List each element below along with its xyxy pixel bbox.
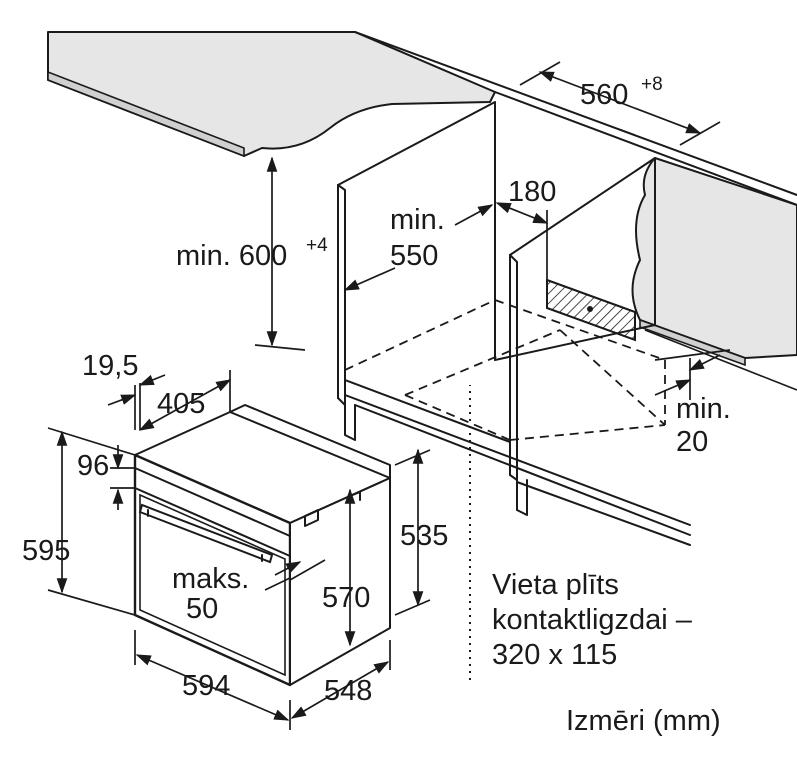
label-socket-line1: Vieta plīts xyxy=(492,569,619,601)
label-width-cutout: 560 xyxy=(580,79,628,111)
label-height-inner: 570 xyxy=(322,582,370,614)
label-width-total: 594 xyxy=(182,670,230,702)
label-min-depth-min: min. xyxy=(390,204,445,236)
label-min-gap-val: 20 xyxy=(676,426,708,458)
label-min-height: min. 600 xyxy=(176,240,287,272)
label-socket-offset: 180 xyxy=(508,176,556,208)
label-max-handle-val: 50 xyxy=(186,593,218,625)
label-panel-thick: 19,5 xyxy=(82,350,138,382)
label-min-gap-min: min. xyxy=(676,393,731,425)
oven xyxy=(135,405,390,685)
label-socket-line2: kontaktligzdai – xyxy=(492,604,693,636)
label-height-total: 595 xyxy=(22,535,70,567)
label-door-depth: 405 xyxy=(157,388,205,420)
label-min-depth-val: 550 xyxy=(390,240,438,272)
label-socket-line3: 320 x 115 xyxy=(492,639,617,671)
label-max-handle-maks: maks. xyxy=(172,563,249,595)
label-depth-total: 548 xyxy=(324,675,372,707)
label-top-gap: 96 xyxy=(77,450,109,482)
label-min-height-tol: +4 xyxy=(306,235,328,256)
label-units: Izmēri (mm) xyxy=(566,705,721,737)
label-height-body: 535 xyxy=(400,520,448,552)
label-width-cutout-tol: +8 xyxy=(641,74,663,95)
